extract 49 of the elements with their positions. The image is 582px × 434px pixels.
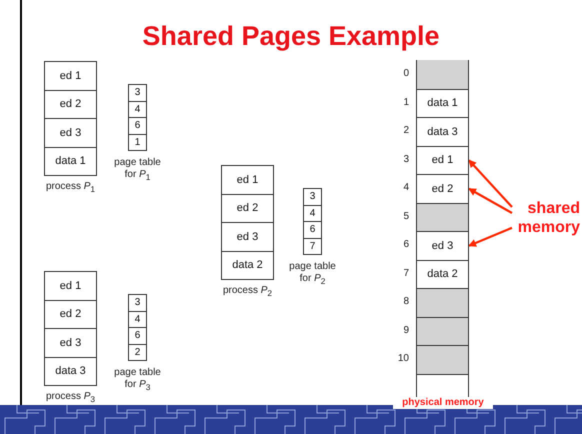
page-table-entry: 6 (128, 327, 147, 344)
page-table-entry: 1 (128, 134, 147, 151)
frame-number: 7 (402, 268, 409, 280)
frame-number: 5 (402, 210, 409, 222)
page-table-entry: 2 (128, 344, 147, 361)
page-cell: ed 2 (221, 194, 274, 223)
frame-number: 10 (396, 353, 409, 365)
page-cell: data 1 (44, 146, 97, 176)
page-table-entry: 3 (303, 188, 322, 206)
process-caption: process P$_{3}$ (44, 391, 96, 405)
arrow (468, 160, 513, 208)
page-cell: ed 3 (44, 118, 97, 148)
page-cell: ed 2 (44, 300, 97, 329)
frame-number: 9 (402, 324, 409, 336)
frame-number: 8 (402, 296, 409, 308)
page-cell: ed 3 (44, 328, 97, 358)
page-table-entry: 3 (128, 294, 147, 312)
frame-number: 1 (402, 96, 409, 108)
page-table-caption: page table for P$_{2}$ (288, 261, 337, 287)
page-cell: ed 1 (44, 271, 97, 300)
arrow (468, 226, 512, 247)
process-caption: process P$_{2}$ (222, 285, 274, 299)
process-caption: process P$_{1}$ (44, 181, 96, 195)
page-table-entry: 6 (303, 221, 322, 238)
page-table-caption: page table for P$_{3}$ (113, 367, 162, 393)
empty-frame (417, 288, 468, 318)
page-cell: data 3 (44, 356, 97, 386)
page-table-entry: 6 (128, 117, 147, 134)
arrow (468, 188, 513, 214)
page-cell: ed 1 (221, 165, 274, 194)
page-table-entry: 7 (303, 238, 322, 255)
slide-title: Shared Pages Example (141, 20, 441, 52)
page-cell: ed 1 (44, 61, 97, 90)
page-cell: data 2 (221, 250, 274, 280)
frame-number: 2 (402, 125, 409, 137)
empty-frame (417, 345, 468, 374)
callout-text: shared memory (504, 199, 580, 239)
memory-caption: physical memory (393, 397, 493, 409)
frame-number: 0 (402, 68, 409, 80)
frame-number: 6 (402, 239, 409, 251)
empty-frame (417, 202, 468, 232)
empty-frame (417, 316, 468, 346)
page-cell: ed 3 (221, 222, 274, 252)
page-table-entry: 3 (128, 84, 147, 102)
frame-number: 3 (402, 154, 409, 166)
page-table-caption: page table for P$_{1}$ (113, 157, 162, 183)
empty-frame (417, 60, 468, 90)
frame-number: 4 (402, 182, 409, 194)
page-cell: ed 2 (44, 90, 97, 119)
